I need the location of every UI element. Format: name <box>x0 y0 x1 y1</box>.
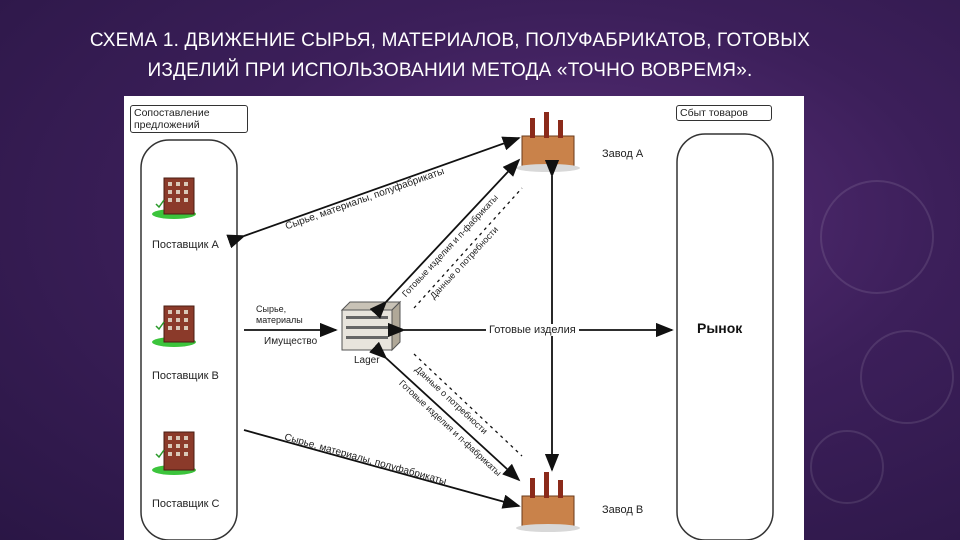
plant-b-factory-icon <box>516 472 580 532</box>
flow-diagram: Сопоставление предложений Сбыт товаров П… <box>124 96 804 540</box>
warehouse-label: Lager <box>354 355 380 366</box>
supplier-b-flow-label: Сырье, материалы <box>256 304 303 325</box>
slide-title-line1: СХЕМА 1. ДВИЖЕНИЕ СЫРЬЯ, МАТЕРИАЛОВ, ПОЛ… <box>89 30 811 51</box>
supplier-c-label: Поставщик С <box>152 498 220 510</box>
supplier-b-label: Поставщик В <box>152 370 219 382</box>
plant-a-factory-icon <box>516 112 580 172</box>
sales-label: Сбыт товаров <box>676 105 772 121</box>
market-label: Рынок <box>697 320 743 336</box>
decorative-ring <box>810 430 884 504</box>
slide-title: СХЕМА 1. ДВИЖЕНИЕ СЫРЬЯ, МАТЕРИАЛОВ, ПОЛ… <box>40 26 860 86</box>
property-label: Имущество <box>264 336 318 347</box>
plant-b-label: Завод В <box>602 504 644 516</box>
decorative-ring <box>860 330 954 424</box>
supplier-b-building-icon <box>152 305 196 347</box>
arrow-lager-plant-a <box>369 158 521 319</box>
arrow-lager-plant-b <box>369 341 521 482</box>
warehouse-icon <box>340 300 402 352</box>
diagram-canvas <box>140 112 774 540</box>
arrow-lager-plant-b-dashed <box>413 187 523 309</box>
supplier-a-building-icon <box>152 177 196 219</box>
slide-title-line2: ИЗДЕЛИЙ ПРИ ИСПОЛЬЗОВАНИИ МЕТОДА «ТОЧНО … <box>147 60 753 81</box>
supplier-a-label: Поставщик А <box>152 239 219 251</box>
offers-comparison-label: Сопоставление предложений <box>130 105 248 133</box>
market-container <box>676 133 774 540</box>
finished-goods-label: Готовые изделия <box>486 324 579 336</box>
suppliers-container <box>140 139 238 540</box>
supplier-c-building-icon <box>152 431 196 475</box>
plant-a-label: Завод А <box>602 148 644 160</box>
decorative-ring <box>820 180 934 294</box>
